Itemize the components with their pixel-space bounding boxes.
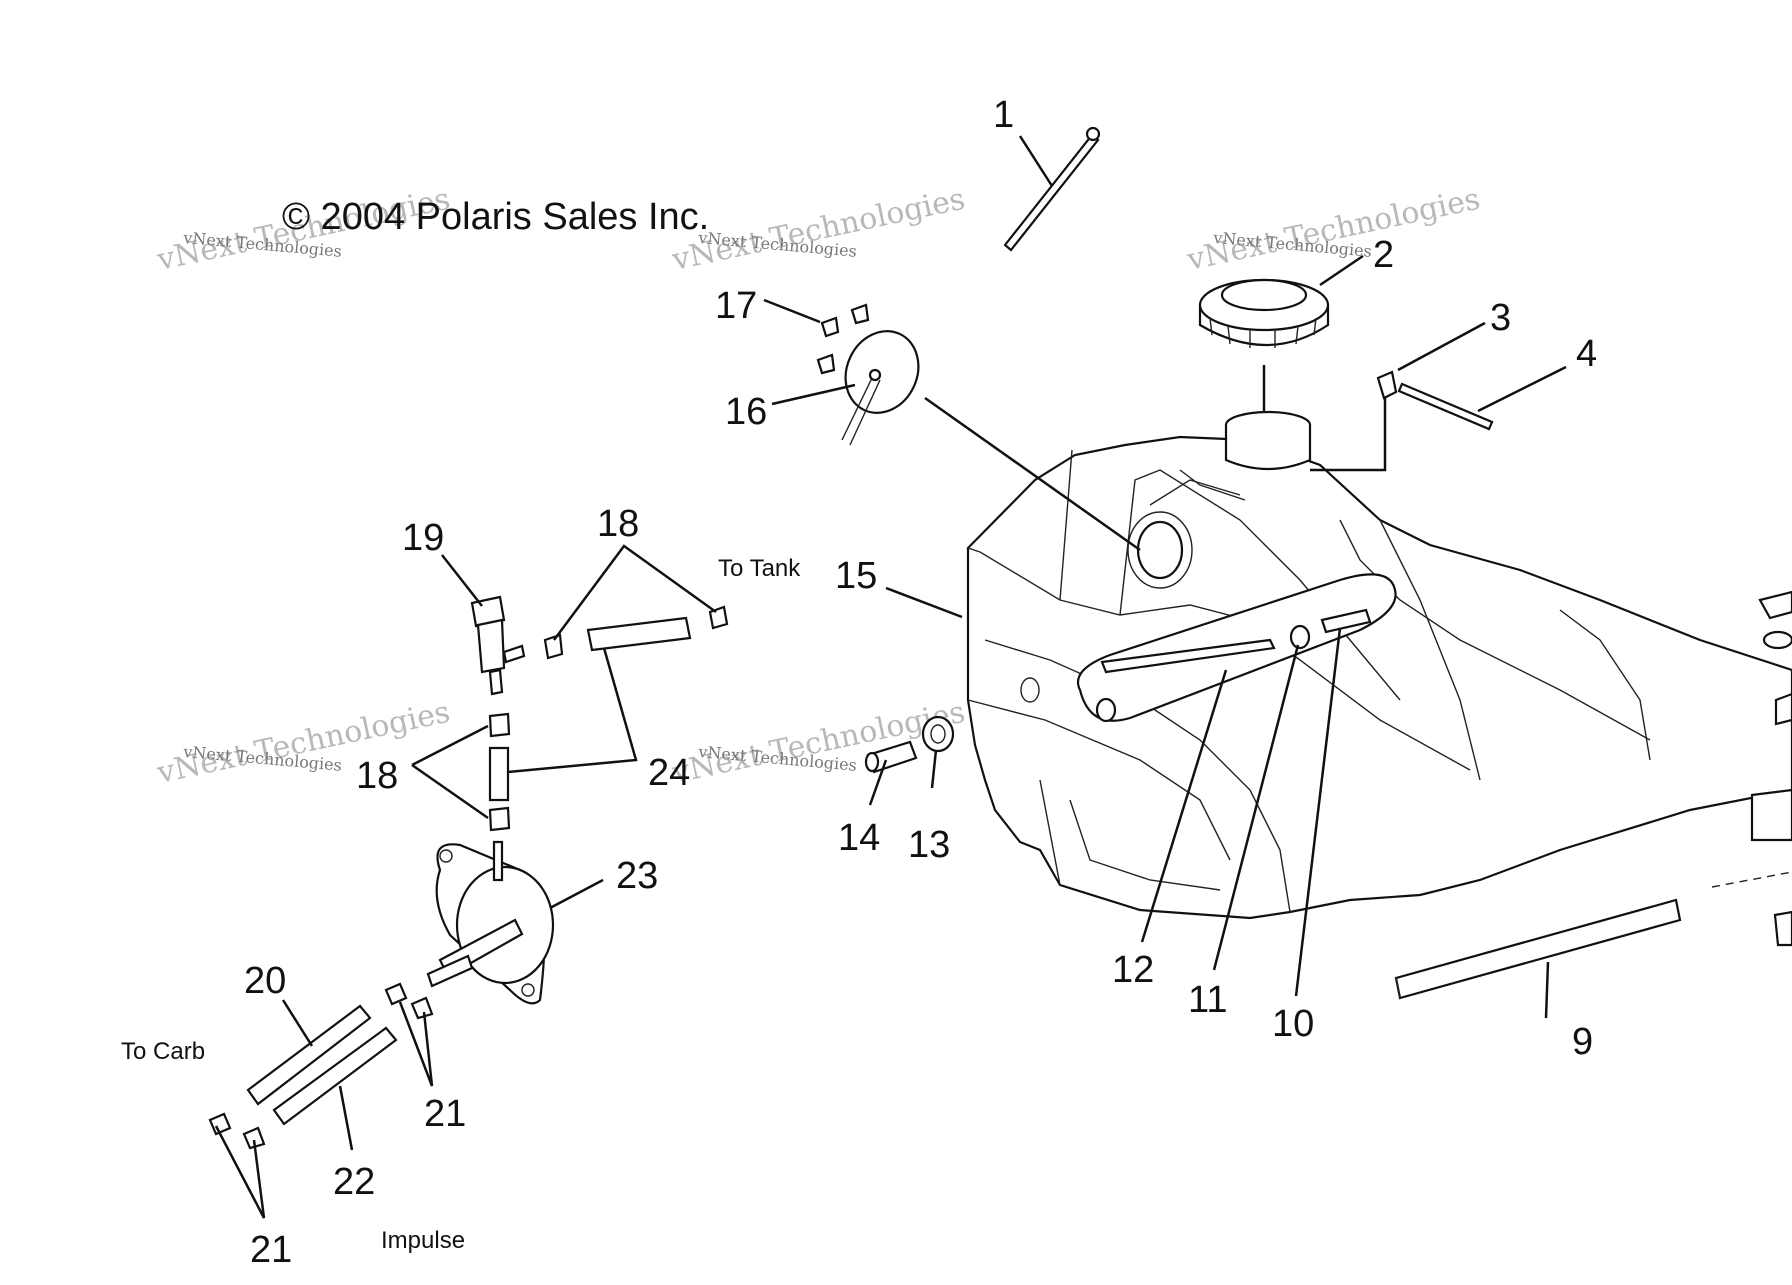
part-3-fitting — [1310, 370, 1398, 472]
leader-lines — [214, 135, 1567, 1219]
flow-notes: To Tank To Carb Impulse — [121, 555, 801, 1254]
callout-15: 15 — [835, 555, 877, 597]
callout-11: 11 — [1188, 979, 1227, 1021]
callout-18-left: 18 — [356, 755, 398, 797]
part-9-bar — [1394, 898, 1682, 1000]
callout-13: 13 — [908, 824, 950, 866]
callout-17: 17 — [715, 285, 757, 327]
part-22-hose — [272, 1026, 398, 1126]
callout-21-bottom: 21 — [250, 1229, 292, 1271]
fuel-tank — [966, 410, 1792, 947]
callout-2: 2 — [1373, 234, 1394, 276]
callout-4: 4 — [1576, 333, 1597, 375]
part-17-screws — [816, 303, 870, 375]
callout-21-right: 21 — [424, 1093, 466, 1135]
part-4-vent-tube — [1397, 382, 1494, 431]
copyright-text: © 2004 Polaris Sales Inc. — [282, 196, 709, 238]
part-10-fitting — [1320, 608, 1372, 634]
note-to-carb: To Carb — [121, 1038, 205, 1065]
callout-1: 1 — [993, 94, 1014, 136]
note-to-tank: To Tank — [718, 555, 801, 582]
callout-3: 3 — [1490, 297, 1511, 339]
part-1-tube — [1003, 126, 1101, 252]
note-impulse: Impulse — [381, 1227, 465, 1254]
part-23-fuel-pump — [426, 840, 555, 1005]
leader-16-tank — [924, 396, 1141, 552]
callout-22: 22 — [333, 1161, 375, 1203]
callout-19: 19 — [402, 517, 444, 559]
callout-20: 20 — [244, 960, 286, 1002]
part-12-hose — [1095, 638, 1276, 723]
part-16-fuel-sender — [841, 330, 920, 446]
part-19-fuel-valve — [470, 595, 526, 696]
part-21-clamps — [208, 982, 434, 1150]
callout-16: 16 — [725, 391, 767, 433]
callout-labels: 1 2 3 4 9 10 11 12 13 14 15 16 17 18 18 … — [244, 94, 1597, 1271]
callout-23: 23 — [616, 855, 658, 897]
part-24-hoses — [488, 616, 692, 802]
part-11-clamp — [1289, 624, 1311, 650]
part-2-fuel-cap — [1198, 278, 1330, 412]
callout-10: 10 — [1272, 1003, 1314, 1045]
callout-9: 9 — [1572, 1021, 1593, 1063]
callout-18-top: 18 — [597, 503, 639, 545]
callout-24: 24 — [648, 752, 690, 794]
callout-12: 12 — [1112, 949, 1154, 991]
part-20-hose — [246, 1004, 372, 1106]
part-13-grommet — [921, 715, 955, 753]
callout-14: 14 — [838, 817, 880, 859]
part-14-valve — [864, 740, 918, 774]
